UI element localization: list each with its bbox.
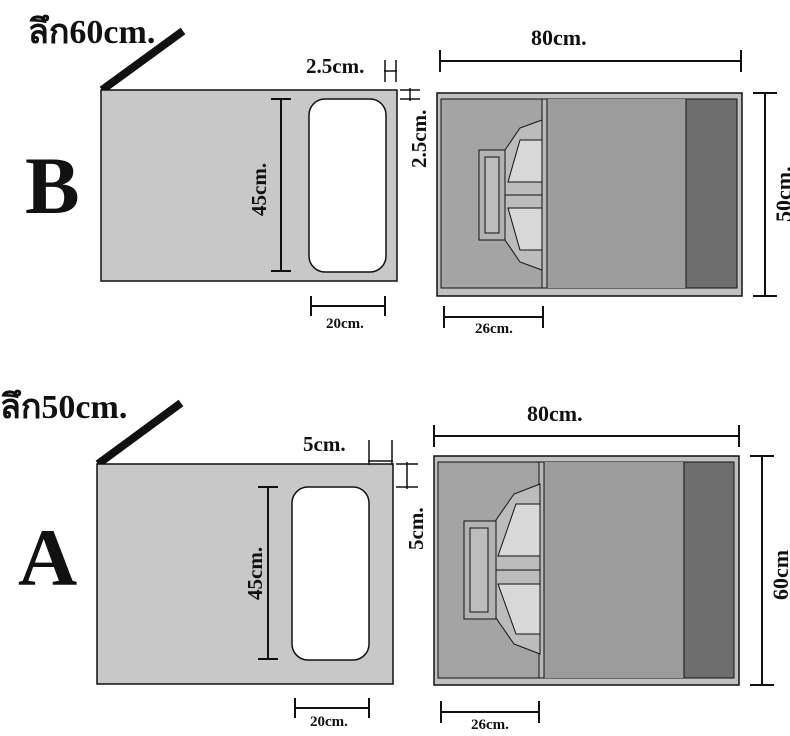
- port-channel-a: [683, 461, 735, 679]
- dim-opening-height-a: 45cm.: [243, 547, 267, 600]
- cabinet-a: ลึก50cm. A 45cm. 20cm. 5cm. 5cm.: [0, 389, 790, 733]
- port-channel-b: [685, 98, 738, 289]
- dim-opening-width-b: 20cm.: [326, 316, 364, 332]
- port-opening-a: [291, 486, 370, 661]
- dim-baffle-a: 26cm.: [471, 717, 509, 731]
- baffle-b: [541, 98, 548, 289]
- port-opening-b: [308, 98, 387, 273]
- dim-margin-h-b: 2.5cm.: [306, 54, 364, 78]
- dim-width-a: 80cm.: [527, 401, 583, 426]
- depth-label-b: ลึก60cm.: [28, 14, 155, 51]
- cabinet-letter-a: A: [18, 512, 77, 603]
- thick-slash-icon: [99, 27, 186, 94]
- cabinet-letter-b: B: [25, 140, 80, 231]
- dim-height-b: 50cm.: [771, 166, 790, 222]
- dim-width-b: 80cm.: [531, 25, 587, 50]
- dim-opening-width-a: 20cm.: [310, 714, 348, 730]
- dim-margin-h-a: 5cm.: [303, 432, 346, 456]
- depth-label-a: ลึก50cm.: [0, 389, 127, 426]
- speaker-driver-icon: [463, 483, 541, 655]
- dim-margin-v-b: 2.5cm.: [407, 110, 431, 168]
- dim-baffle-b: 26cm.: [475, 321, 513, 337]
- thick-slash-icon: [95, 399, 184, 468]
- cabinet-b: ลึก60cm. B 45cm. 20cm. 2.5cm. 2.5cm.: [25, 14, 790, 337]
- dim-margin-v-a: 5cm.: [404, 507, 428, 550]
- dim-height-a: 60cm: [768, 550, 790, 600]
- speaker-driver-icon: [478, 119, 543, 271]
- dim-opening-height-b: 45cm.: [247, 163, 271, 216]
